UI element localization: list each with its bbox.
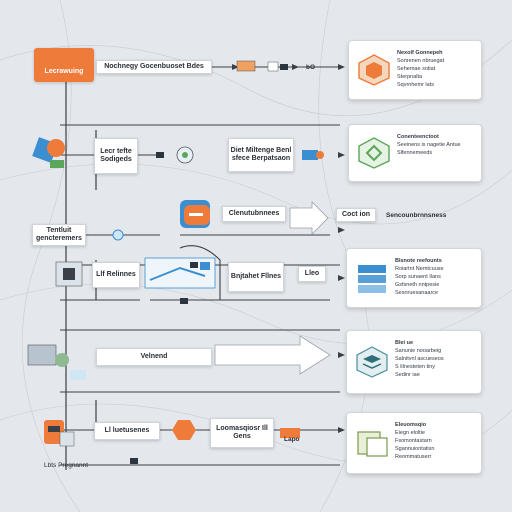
row3-mid-box: Clenutubnnees xyxy=(222,206,286,222)
row5-mid-label: Velnend xyxy=(140,353,168,361)
card-line: Sqvrnhemr lats xyxy=(397,82,434,88)
card-line: Sanunie nooarbeig xyxy=(395,348,442,354)
card-line: Sehemae sotiat xyxy=(397,66,436,72)
big-arrow-row5 xyxy=(214,335,331,375)
row6-left-box: Ll luetusenes xyxy=(94,422,160,440)
card-line: Seeinens is nagetie Antue xyxy=(397,142,461,148)
connector-nodes xyxy=(112,60,324,241)
card-line: Sesnruesanaarce xyxy=(395,290,439,296)
row5-mid-box: Velnend xyxy=(96,348,212,366)
row2-card: Conenteenctoot Seeinens is nagetie Antue… xyxy=(348,124,482,182)
card-line: Conenteenctoot xyxy=(397,134,439,140)
card-line: Fsomontastarn xyxy=(395,438,432,444)
card-line: Blsnote reefounts xyxy=(395,258,442,264)
card-line: Sterpnalta xyxy=(397,74,423,80)
row3-left-label: Tentluit gencteremers xyxy=(36,227,82,242)
row6-mid-box: Loomasqiosr Ill Gens xyxy=(210,418,274,448)
row4-mid-icon xyxy=(144,257,216,289)
card-line: Eleuomsqio xyxy=(395,422,427,428)
stack-icon xyxy=(358,265,386,293)
card-line: Sedinr iae xyxy=(395,372,420,378)
row6-card-lines: Eleuomsqio Eiegn eloltie Fsomontastarn S… xyxy=(395,421,475,461)
row2-mid-box: Diet Miltenge Benl sfece Berpatsaon xyxy=(228,138,294,172)
row3-orange-node xyxy=(180,200,210,228)
layers-icon xyxy=(356,346,388,378)
row2-left-icon xyxy=(32,137,65,168)
row1-small-label: bO xyxy=(306,64,316,71)
row6-left-label: Ll luetusenes xyxy=(104,427,150,435)
row3-left-box: Tentluit gencteremers xyxy=(32,224,86,246)
row5-card: Blei ue Sanunie nooarbeig Salnitvnl ascu… xyxy=(346,330,482,394)
row1-start-node: Lecrawuing xyxy=(34,48,94,82)
card-line: Blei ue xyxy=(395,340,414,346)
row6-small-label: Lapo xyxy=(284,436,300,443)
row4-left-box: Llf Relinnes xyxy=(92,262,140,288)
card-line: S lilnesteten tiny xyxy=(395,364,436,370)
row4-card-lines: Blsnote reefounts Roiartnt Nemtcuuse Sor… xyxy=(395,257,475,297)
card-line: Eiegn eloltie xyxy=(395,430,425,436)
card-line: Reommatuserr xyxy=(395,454,432,460)
box-icon xyxy=(357,431,388,457)
row6-mid-label: Loomasqiosr Ill Gens xyxy=(216,425,268,440)
row3-small-box: Coct ion xyxy=(336,208,376,222)
row2-left-box: Lecr tefte Sodigeds xyxy=(94,138,138,174)
row5-left-icon xyxy=(27,344,86,380)
card-line: Nexolf Gonnepeh xyxy=(397,50,443,56)
row4-small-box: Lleo xyxy=(298,266,326,282)
row2-mid-label: Diet Miltenge Benl sfece Berpatsaon xyxy=(230,147,292,162)
row6-card: Eleuomsqio Eiegn eloltie Fsomontastarn S… xyxy=(346,412,482,474)
card-line: Roiartnt Nemtcuuse xyxy=(395,266,444,272)
row6-left-icon xyxy=(44,420,75,447)
card-line: Sonrenen nbruegat xyxy=(397,58,445,64)
recycle-icon xyxy=(358,137,390,169)
row4-left-icon xyxy=(55,261,83,287)
row3-mid-label: Clenutubnnees xyxy=(228,210,280,218)
cube-icon xyxy=(358,54,390,86)
row4-left-label: Llf Relinnes xyxy=(96,271,136,279)
row1-card-lines: Nexolf Gonnepeh Sonrenen nbruegat Sehema… xyxy=(397,49,475,89)
row4-mid-label: Bnjtahet Fllnes xyxy=(230,273,282,281)
card-line: Sorp sunaent Ilans xyxy=(395,274,441,280)
row3-right-label: Sencounbrnnsness xyxy=(386,212,447,219)
row5-card-lines: Blei ue Sanunie nooarbeig Salnitvnl ascu… xyxy=(395,339,475,379)
card-line: Salnitvnl ascueseos xyxy=(395,356,444,362)
card-line: Sgannuiontatisn xyxy=(395,446,435,452)
big-arrow-row3 xyxy=(289,201,329,235)
footer-label: Lbts Pregnannt xyxy=(44,462,89,469)
row1-mid-box: Nochnegy Gocenbuoset Bdes xyxy=(96,60,212,74)
card-line: Gsfsneth nntpesie xyxy=(395,282,440,288)
row2-card-lines: Conenteenctoot Seeinens is nagetie Antue… xyxy=(397,133,475,157)
row4-small-label: Lleo xyxy=(304,270,320,278)
row1-card: Nexolf Gonnepeh Sonrenen nbruegat Sehema… xyxy=(348,40,482,100)
row3-small-label: Coct ion xyxy=(342,211,370,219)
row4-card: Blsnote reefounts Roiartnt Nemtcuuse Sor… xyxy=(346,248,482,308)
arrow-heads xyxy=(232,64,345,433)
row1-mid-label: Nochnegy Gocenbuoset Bdes xyxy=(104,63,204,71)
row4-mid-box: Bnjtahet Fllnes xyxy=(228,262,284,292)
card-line: Slfennemeeds xyxy=(397,150,433,156)
row2-left-label: Lecr tefte Sodigeds xyxy=(100,148,132,163)
row1-start-label: Lecrawuing xyxy=(44,68,84,76)
